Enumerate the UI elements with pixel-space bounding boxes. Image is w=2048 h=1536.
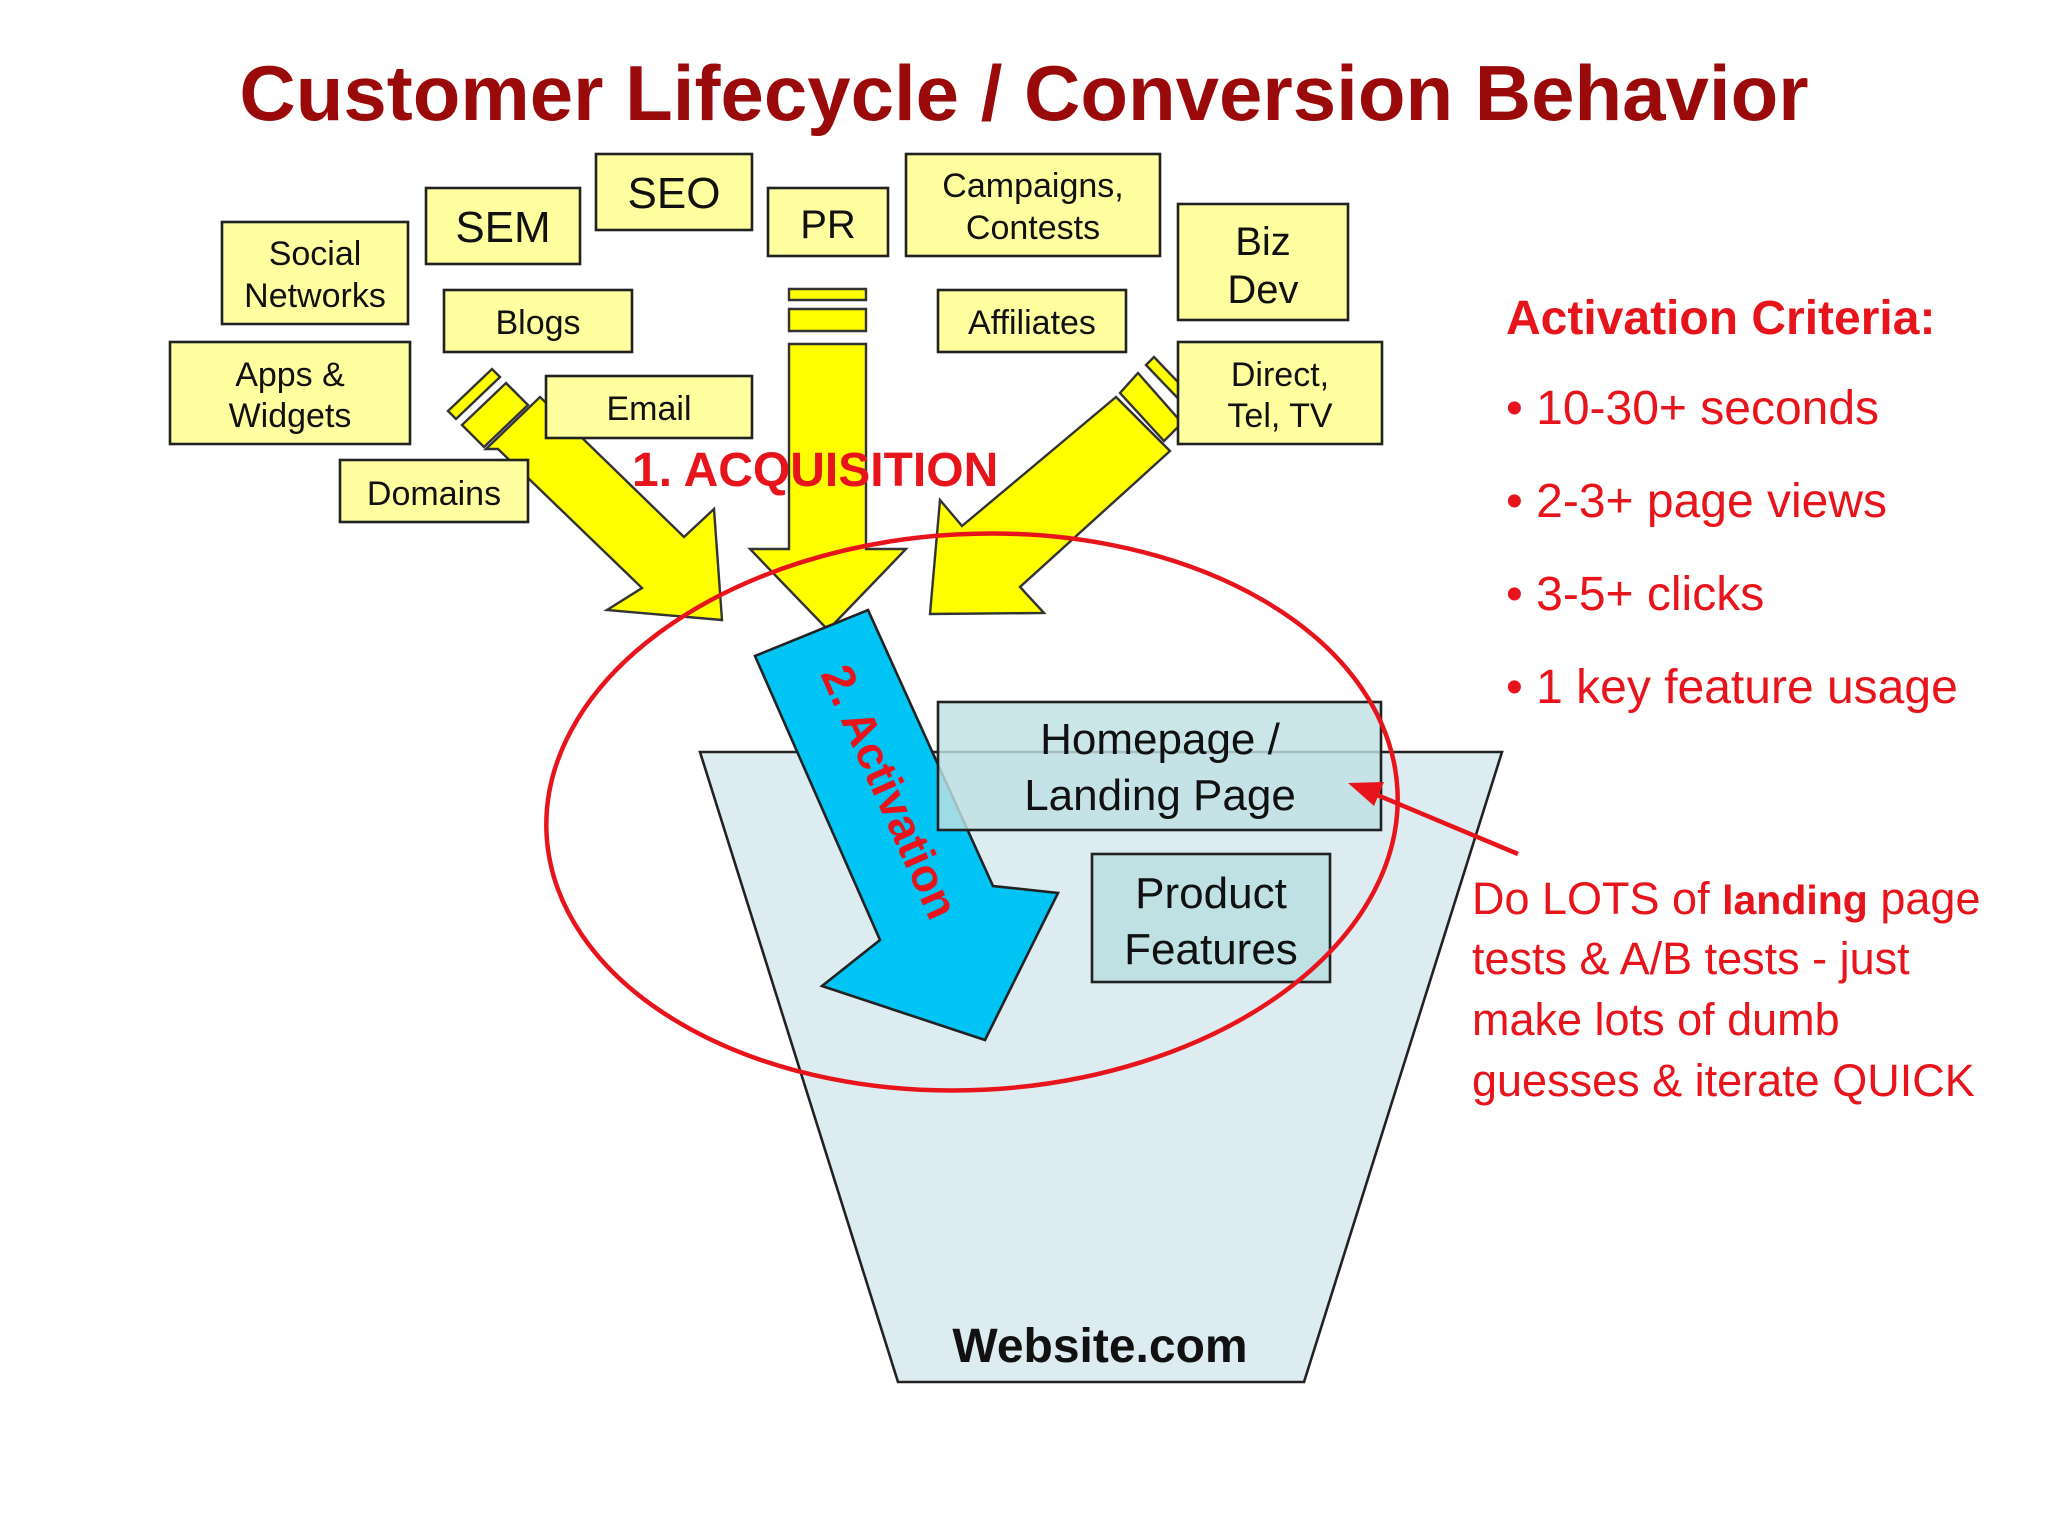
campaigns-line-1: Campaigns,	[942, 167, 1123, 205]
activation-arrow-body	[753, 608, 1060, 1042]
acquisition-arrow-left	[483, 395, 724, 622]
tip-line-1-pre: Do LOTS of	[1472, 873, 1722, 924]
arrow-left-band-1	[446, 367, 502, 421]
criteria-item-1: 10-30+ seconds	[1536, 382, 1879, 435]
apps-widgets-line-1: Apps &	[235, 356, 345, 394]
criteria-heading: Activation Criteria:	[1506, 292, 1935, 345]
affiliates-box: Affiliates	[936, 288, 1128, 354]
social-networks-line-2: Networks	[244, 277, 386, 315]
arrow-center-band-1	[787, 287, 868, 302]
tip-line-4: guesses & iterate QUICK	[1472, 1055, 1975, 1106]
page-title: Customer Lifecycle / Conversion Behavior	[239, 49, 1808, 137]
homepage-line-2: Landing Page	[1024, 771, 1296, 820]
product-line-1: Product	[1135, 869, 1287, 918]
email-box: Email	[544, 374, 754, 440]
tip-line-3: make lots of dumb	[1472, 994, 1840, 1045]
sem-box: SEM	[424, 186, 582, 266]
product-line-2: Features	[1124, 925, 1298, 974]
social-networks-box: Social Networks	[220, 220, 410, 326]
criteria-bullet-1: • 10-30+ seconds	[1506, 382, 1879, 435]
direct-tel-tv-box: Direct, Tel, TV	[1176, 340, 1384, 446]
biz-dev-line-2: Dev	[1227, 268, 1298, 312]
apps-widgets-box: Apps & Widgets	[168, 340, 412, 446]
social-networks-line-1: Social	[269, 235, 362, 273]
tip-pointer-line	[1369, 789, 1519, 857]
product-features-box: Product Features	[1090, 852, 1332, 984]
campaigns-line-2: Contests	[966, 209, 1100, 247]
acquisition-label: 1. ACQUISITION	[632, 444, 998, 497]
funnel-label: Website.com	[952, 1320, 1247, 1373]
homepage-landing-box: Homepage / Landing Page	[936, 700, 1383, 832]
tip-pointer-head	[1348, 782, 1384, 806]
pr-label: PR	[800, 203, 856, 247]
criteria-item-4: 1 key feature usage	[1536, 661, 1958, 714]
campaigns-contests-box: Campaigns, Contests	[904, 152, 1162, 258]
criteria-bullet-3: • 3-5+ clicks	[1506, 568, 1764, 621]
seo-box: SEO	[594, 152, 754, 232]
tip-line-1-post: page	[1868, 873, 1981, 924]
sem-label: SEM	[455, 203, 550, 252]
criteria-item-3: 3-5+ clicks	[1536, 568, 1764, 621]
homepage-line-1: Homepage /	[1040, 715, 1280, 764]
biz-dev-line-1: Biz	[1235, 220, 1291, 264]
blogs-label: Blogs	[495, 304, 580, 342]
direct-line-2: Tel, TV	[1227, 397, 1333, 435]
tip-line-1-bold: landing	[1722, 877, 1868, 923]
affiliates-label: Affiliates	[968, 304, 1096, 342]
biz-dev-box: Biz Dev	[1176, 202, 1350, 322]
email-label: Email	[606, 390, 691, 428]
arrow-left-band-2	[460, 381, 530, 449]
domains-label: Domains	[367, 475, 501, 513]
apps-widgets-line-2: Widgets	[229, 397, 352, 435]
criteria-bullet-4: • 1 key feature usage	[1506, 661, 1958, 714]
criteria-bullet-2: • 2-3+ page views	[1506, 475, 1887, 528]
seo-label: SEO	[628, 169, 721, 218]
criteria-item-2: 2-3+ page views	[1536, 475, 1887, 528]
arrow-right-band-2	[1118, 371, 1184, 443]
arrow-center-band-2	[787, 307, 868, 333]
acquisition-arrow-center	[747, 342, 909, 632]
domains-box: Domains	[338, 458, 530, 524]
acquisition-arrow-right	[928, 395, 1172, 616]
website-funnel	[698, 750, 1504, 1384]
tip-line-1: Do LOTS of landing page	[1472, 873, 1980, 924]
direct-line-1: Direct,	[1231, 356, 1329, 394]
blogs-box: Blogs	[442, 288, 634, 354]
tip-line-2: tests & A/B tests - just	[1472, 933, 1910, 984]
pr-box: PR	[766, 186, 890, 258]
activation-ellipse	[544, 531, 1400, 1093]
